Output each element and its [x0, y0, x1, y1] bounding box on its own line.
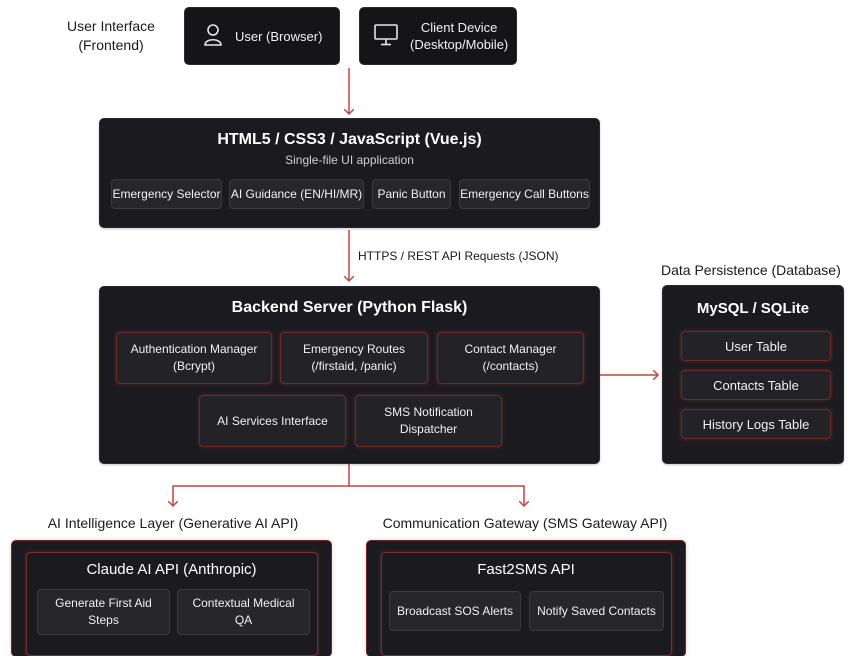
notify-saved-contacts: Notify Saved Contacts	[529, 591, 664, 631]
module-emergency-routes: Emergency Routes (/firstaid, /panic)	[280, 332, 428, 384]
ui-app-subtitle: Single-file UI application	[285, 153, 414, 167]
client-device-label: Client Device (Desktop/Mobile)	[410, 20, 509, 52]
module-sms-notification-dispatcher: SMS Notification Dispatcher	[355, 395, 502, 447]
module-ai-guidance: AI Guidance (EN/HI/MR)	[229, 179, 364, 209]
database-label: Data Persistence (Database)	[661, 262, 841, 278]
arrow-backend-to-ai	[173, 463, 350, 506]
ai-layer-label: AI Intelligence Layer (Generative AI API…	[47, 515, 299, 531]
history-logs-table: History Logs Table	[681, 409, 831, 439]
sms-gateway-label: Communication Gateway (SMS Gateway API)	[382, 515, 668, 531]
user-icon	[203, 23, 223, 50]
module-emergency-call-buttons: Emergency Call Buttons	[459, 179, 590, 209]
ui-app-title: HTML5 / CSS3 / JavaScript (Vue.js)	[217, 131, 482, 148]
generate-first-aid-steps: Generate First Aid Steps	[37, 589, 170, 635]
database-panel: MySQL / SQLite User Table Contacts Table…	[663, 286, 843, 463]
contacts-table: Contacts Table	[681, 370, 831, 400]
backend-panel: Backend Server (Python Flask) Authentica…	[100, 287, 599, 463]
client-device-node: Client Device (Desktop/Mobile)	[360, 8, 516, 64]
claude-api-title: Claude AI API (Anthropic)	[86, 561, 257, 578]
sms-gateway-panel: Fast2SMS API Broadcast SOS Alerts Notify…	[367, 541, 685, 656]
ai-layer-panel: Claude AI API (Anthropic) Generate First…	[12, 541, 331, 656]
module-panic-button: Panic Button	[372, 179, 451, 209]
fast2sms-title: Fast2SMS API	[477, 561, 575, 578]
frontend-label: User Interface (Frontend)	[67, 18, 155, 53]
user-browser-node: User (Browser)	[185, 8, 339, 64]
user-browser-label: User (Browser)	[235, 28, 323, 44]
monitor-icon	[374, 23, 398, 49]
module-authentication-manager: Authentication Manager (Bcrypt)	[116, 332, 272, 384]
module-emergency-selector: Emergency Selector	[111, 179, 222, 209]
broadcast-sos-alerts: Broadcast SOS Alerts	[389, 591, 521, 631]
arrow-backend-to-sms	[349, 485, 524, 506]
contextual-medical-qa: Contextual Medical QA	[177, 589, 310, 635]
module-ai-services-interface: AI Services Interface	[199, 395, 346, 447]
module-contact-manager: Contact Manager (/contacts)	[437, 332, 584, 384]
api-requests-label: HTTPS / REST API Requests (JSON)	[358, 249, 559, 263]
database-title: MySQL / SQLite	[696, 300, 810, 317]
backend-title: Backend Server (Python Flask)	[231, 299, 468, 316]
ui-app-panel: HTML5 / CSS3 / JavaScript (Vue.js) Singl…	[100, 119, 599, 227]
user-table: User Table	[681, 331, 831, 361]
